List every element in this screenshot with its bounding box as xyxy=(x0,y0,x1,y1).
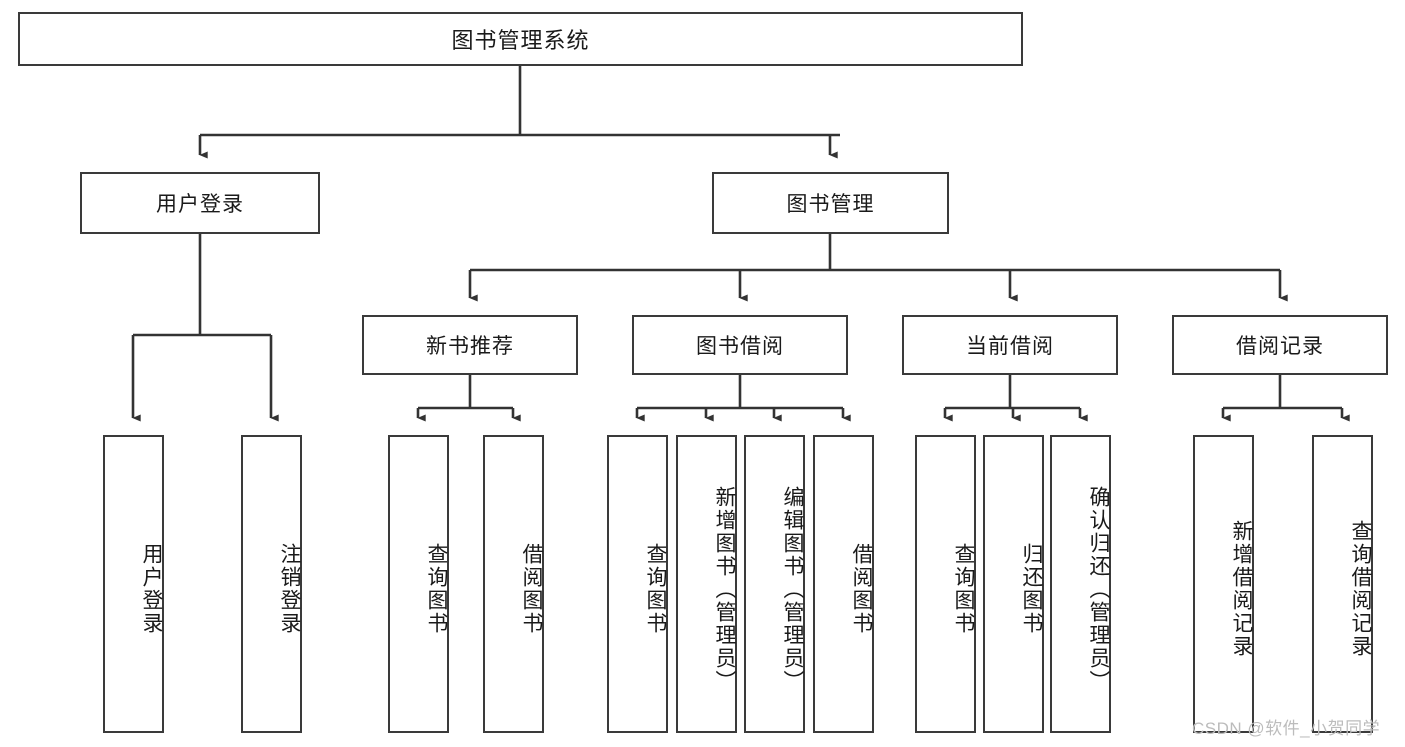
node-borrow-records[interactable]: 借阅记录 xyxy=(1172,315,1388,375)
leaf-add-book-admin[interactable]: 新增图书（管理员） xyxy=(676,435,737,733)
node-new-book-recommend[interactable]: 新书推荐 xyxy=(362,315,578,375)
leaf-query-book-new[interactable]: 查询图书 xyxy=(388,435,449,733)
leaf-return-book[interactable]: 归还图书 xyxy=(983,435,1044,733)
node-user-login[interactable]: 用户登录 xyxy=(80,172,320,234)
leaf-logout[interactable]: 注销登录 xyxy=(241,435,302,733)
leaf-confirm-return-admin[interactable]: 确认归还（管理员） xyxy=(1050,435,1111,733)
node-current-borrow[interactable]: 当前借阅 xyxy=(902,315,1118,375)
leaf-query-book-current[interactable]: 查询图书 xyxy=(915,435,976,733)
leaf-borrow-book[interactable]: 借阅图书 xyxy=(813,435,874,733)
node-book-borrow[interactable]: 图书借阅 xyxy=(632,315,848,375)
node-book-management[interactable]: 图书管理 xyxy=(712,172,949,234)
leaf-borrow-book-new[interactable]: 借阅图书 xyxy=(483,435,544,733)
leaf-query-book-borrow[interactable]: 查询图书 xyxy=(607,435,668,733)
leaf-user-login[interactable]: 用户登录 xyxy=(103,435,164,733)
leaf-query-borrow-record[interactable]: 查询借阅记录 xyxy=(1312,435,1373,733)
leaf-add-borrow-record[interactable]: 新增借阅记录 xyxy=(1193,435,1254,733)
leaf-edit-book-admin[interactable]: 编辑图书（管理员） xyxy=(744,435,805,733)
csdn-watermark: CSDN @软件_小贺同学 xyxy=(1192,719,1381,738)
node-root[interactable]: 图书管理系统 xyxy=(18,12,1023,66)
